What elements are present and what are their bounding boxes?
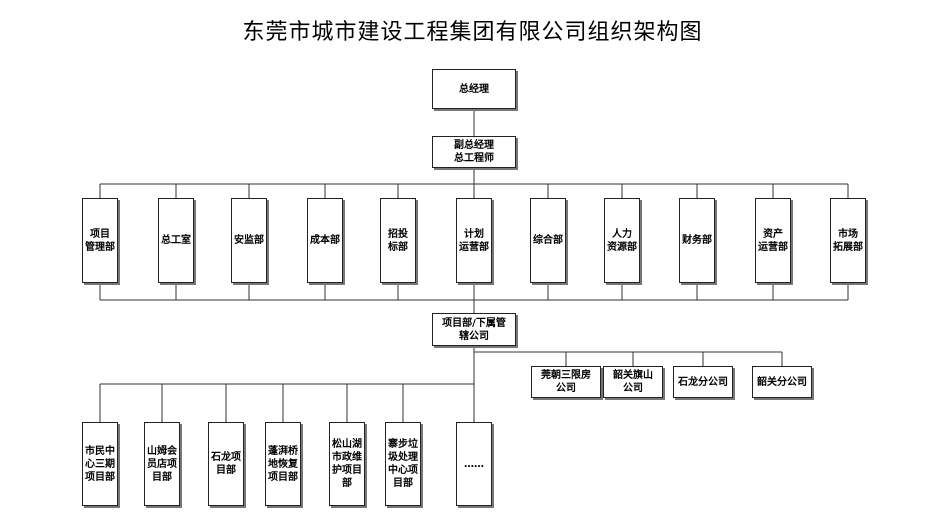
project-songshan-lake: 松山湖 市政维 护项目 部 bbox=[329, 422, 365, 506]
subsidiary-shilong-branch: 石龙分公司 bbox=[673, 366, 733, 398]
dept-bidding: 招投 标部 bbox=[380, 198, 416, 283]
dept-chief-engineer-office: 总工室 bbox=[158, 198, 194, 283]
general-manager-node: 总经理 bbox=[432, 69, 516, 109]
subsidiary-shaoguan-branch: 韶关分公司 bbox=[752, 366, 812, 398]
project-penghuan: 蓬湃桥 地恢复 项目部 bbox=[265, 422, 301, 506]
project-civic-center: 市民中 心三期 项目部 bbox=[82, 422, 118, 506]
project-shilong: 石龙项 目部 bbox=[208, 422, 244, 506]
deputy-gm-node: 副总经理 总工程师 bbox=[432, 136, 516, 168]
projects-hub-node: 项目部/下属管 辖公司 bbox=[432, 313, 516, 346]
dept-project-management: 项目 管理部 bbox=[82, 198, 118, 283]
dept-market-expansion: 市场 拓展部 bbox=[830, 198, 866, 283]
dept-finance: 财务部 bbox=[679, 198, 715, 283]
dept-planning: 计划 运营部 bbox=[456, 198, 492, 283]
project-shanhui: 山姆会 员店项 目部 bbox=[144, 422, 180, 506]
dept-cost: 成本部 bbox=[307, 198, 343, 283]
project-more-ellipsis: …… bbox=[456, 422, 492, 506]
subsidiary-dongguan: 莞朝三限房 公司 bbox=[531, 366, 601, 398]
dept-asset-operations: 资产 运营部 bbox=[755, 198, 791, 283]
dept-hr: 人力 资源部 bbox=[604, 198, 640, 283]
dept-general-affairs: 综合部 bbox=[530, 198, 566, 283]
dept-safety: 安监部 bbox=[231, 198, 267, 283]
chart-title: 东莞市城市建设工程集团有限公司组织架构图 bbox=[242, 20, 703, 45]
subsidiary-shaoguan-qishan: 韶关旗山 公司 bbox=[603, 366, 663, 398]
project-zhaibu: 寨步垃 圾处理 中心项 目部 bbox=[385, 422, 421, 506]
